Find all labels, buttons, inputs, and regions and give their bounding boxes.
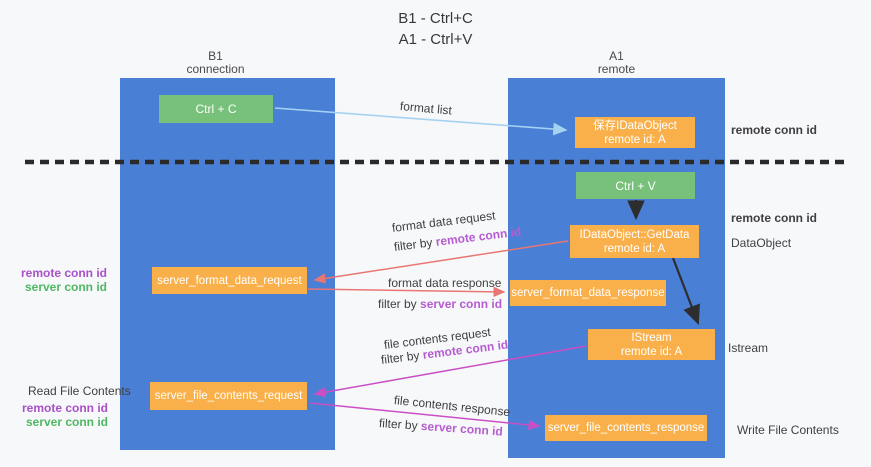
node-ctrl-v-label: Ctrl + V xyxy=(615,178,656,193)
node-istream-line1: IStream xyxy=(631,331,672,344)
edge-label-format-data-response: format data response xyxy=(388,276,502,290)
arrow-format-data-response xyxy=(307,286,506,298)
node-ctrl-v: Ctrl + V xyxy=(576,172,695,199)
node-idataobject-getdata: IDataObject::GetData remote id: A xyxy=(570,225,699,258)
node-format-response-label: server_format_data_response xyxy=(511,287,665,299)
diagram-title: B1 - Ctrl+C A1 - Ctrl+V xyxy=(0,8,871,50)
node-ctrl-c: Ctrl + C xyxy=(159,95,273,123)
filter-prefix: filter by xyxy=(378,416,422,433)
node-file-response-label: server_file_contents_response xyxy=(547,422,705,434)
label-read-file-contents: Read File Contents xyxy=(28,384,131,398)
edge-label-filter-server-1: filter by server conn id xyxy=(378,297,502,311)
lane-header-b1-line2: connection xyxy=(186,62,245,76)
node-format-request-label: server_format_data_request xyxy=(157,274,302,287)
arrow-getdata-to-istream xyxy=(671,257,700,326)
label-remote-conn-id-top: remote conn id xyxy=(731,123,818,137)
node-server-format-data-response: server_format_data_response xyxy=(510,280,666,306)
lane-header-a1: A1 remote xyxy=(508,50,725,76)
node-getdata-line1: IDataObject::GetData xyxy=(579,228,690,241)
node-server-file-contents-response: server_file_contents_response xyxy=(545,415,707,441)
lane-header-a1-line1: A1 xyxy=(609,49,624,63)
label-dataobject: DataObject xyxy=(731,236,792,250)
node-save-idataobject: 保存IDataObject remote id: A xyxy=(575,117,695,148)
node-istream-line2: remote id: A xyxy=(620,345,683,358)
node-istream: IStream remote id: A xyxy=(588,329,715,360)
lane-header-b1: B1 connection xyxy=(108,50,323,76)
node-save-idataobject-line1: 保存IDataObject xyxy=(593,119,677,132)
arrow-file-contents-response xyxy=(309,402,541,431)
arrow-format-data-request xyxy=(313,240,569,284)
lane-header-a1-line2: remote xyxy=(597,62,636,76)
label-remote-conn-id-mid: remote conn id xyxy=(731,211,818,225)
label-group-conn-ids-2: remote conn id server conn id xyxy=(16,401,108,429)
diagram-title-line1: B1 - Ctrl+C xyxy=(398,10,473,27)
node-file-request-label: server_file_contents_request xyxy=(154,390,303,402)
label-remote-conn-id-left1: remote conn id xyxy=(20,266,107,280)
label-istream: Istream xyxy=(728,341,769,355)
label-server-conn-id-left2: server conn id xyxy=(25,415,108,429)
arrow-format-list xyxy=(274,107,568,136)
label-server-conn-id-left1: server conn id xyxy=(24,280,107,294)
node-ctrl-c-label: Ctrl + C xyxy=(195,102,237,116)
node-server-file-contents-request: server_file_contents_request xyxy=(150,382,307,410)
node-save-idataobject-line2: remote id: A xyxy=(604,133,666,146)
filter-target-server-conn-id: server conn id xyxy=(420,297,503,311)
arrow-file-contents-request xyxy=(313,345,587,398)
node-getdata-line2: remote id: A xyxy=(603,242,666,255)
label-group-conn-ids-1: remote conn id server conn id xyxy=(12,266,107,294)
lane-header-b1-line1: B1 xyxy=(208,49,223,63)
diagram-title-line2: A1 - Ctrl+V xyxy=(398,31,473,48)
node-server-format-data-request: server_format_data_request xyxy=(152,267,307,294)
label-remote-conn-id-left2: remote conn id xyxy=(21,401,108,415)
label-write-file-contents: Write File Contents xyxy=(737,423,839,437)
filter-prefix: filter by xyxy=(378,297,421,311)
